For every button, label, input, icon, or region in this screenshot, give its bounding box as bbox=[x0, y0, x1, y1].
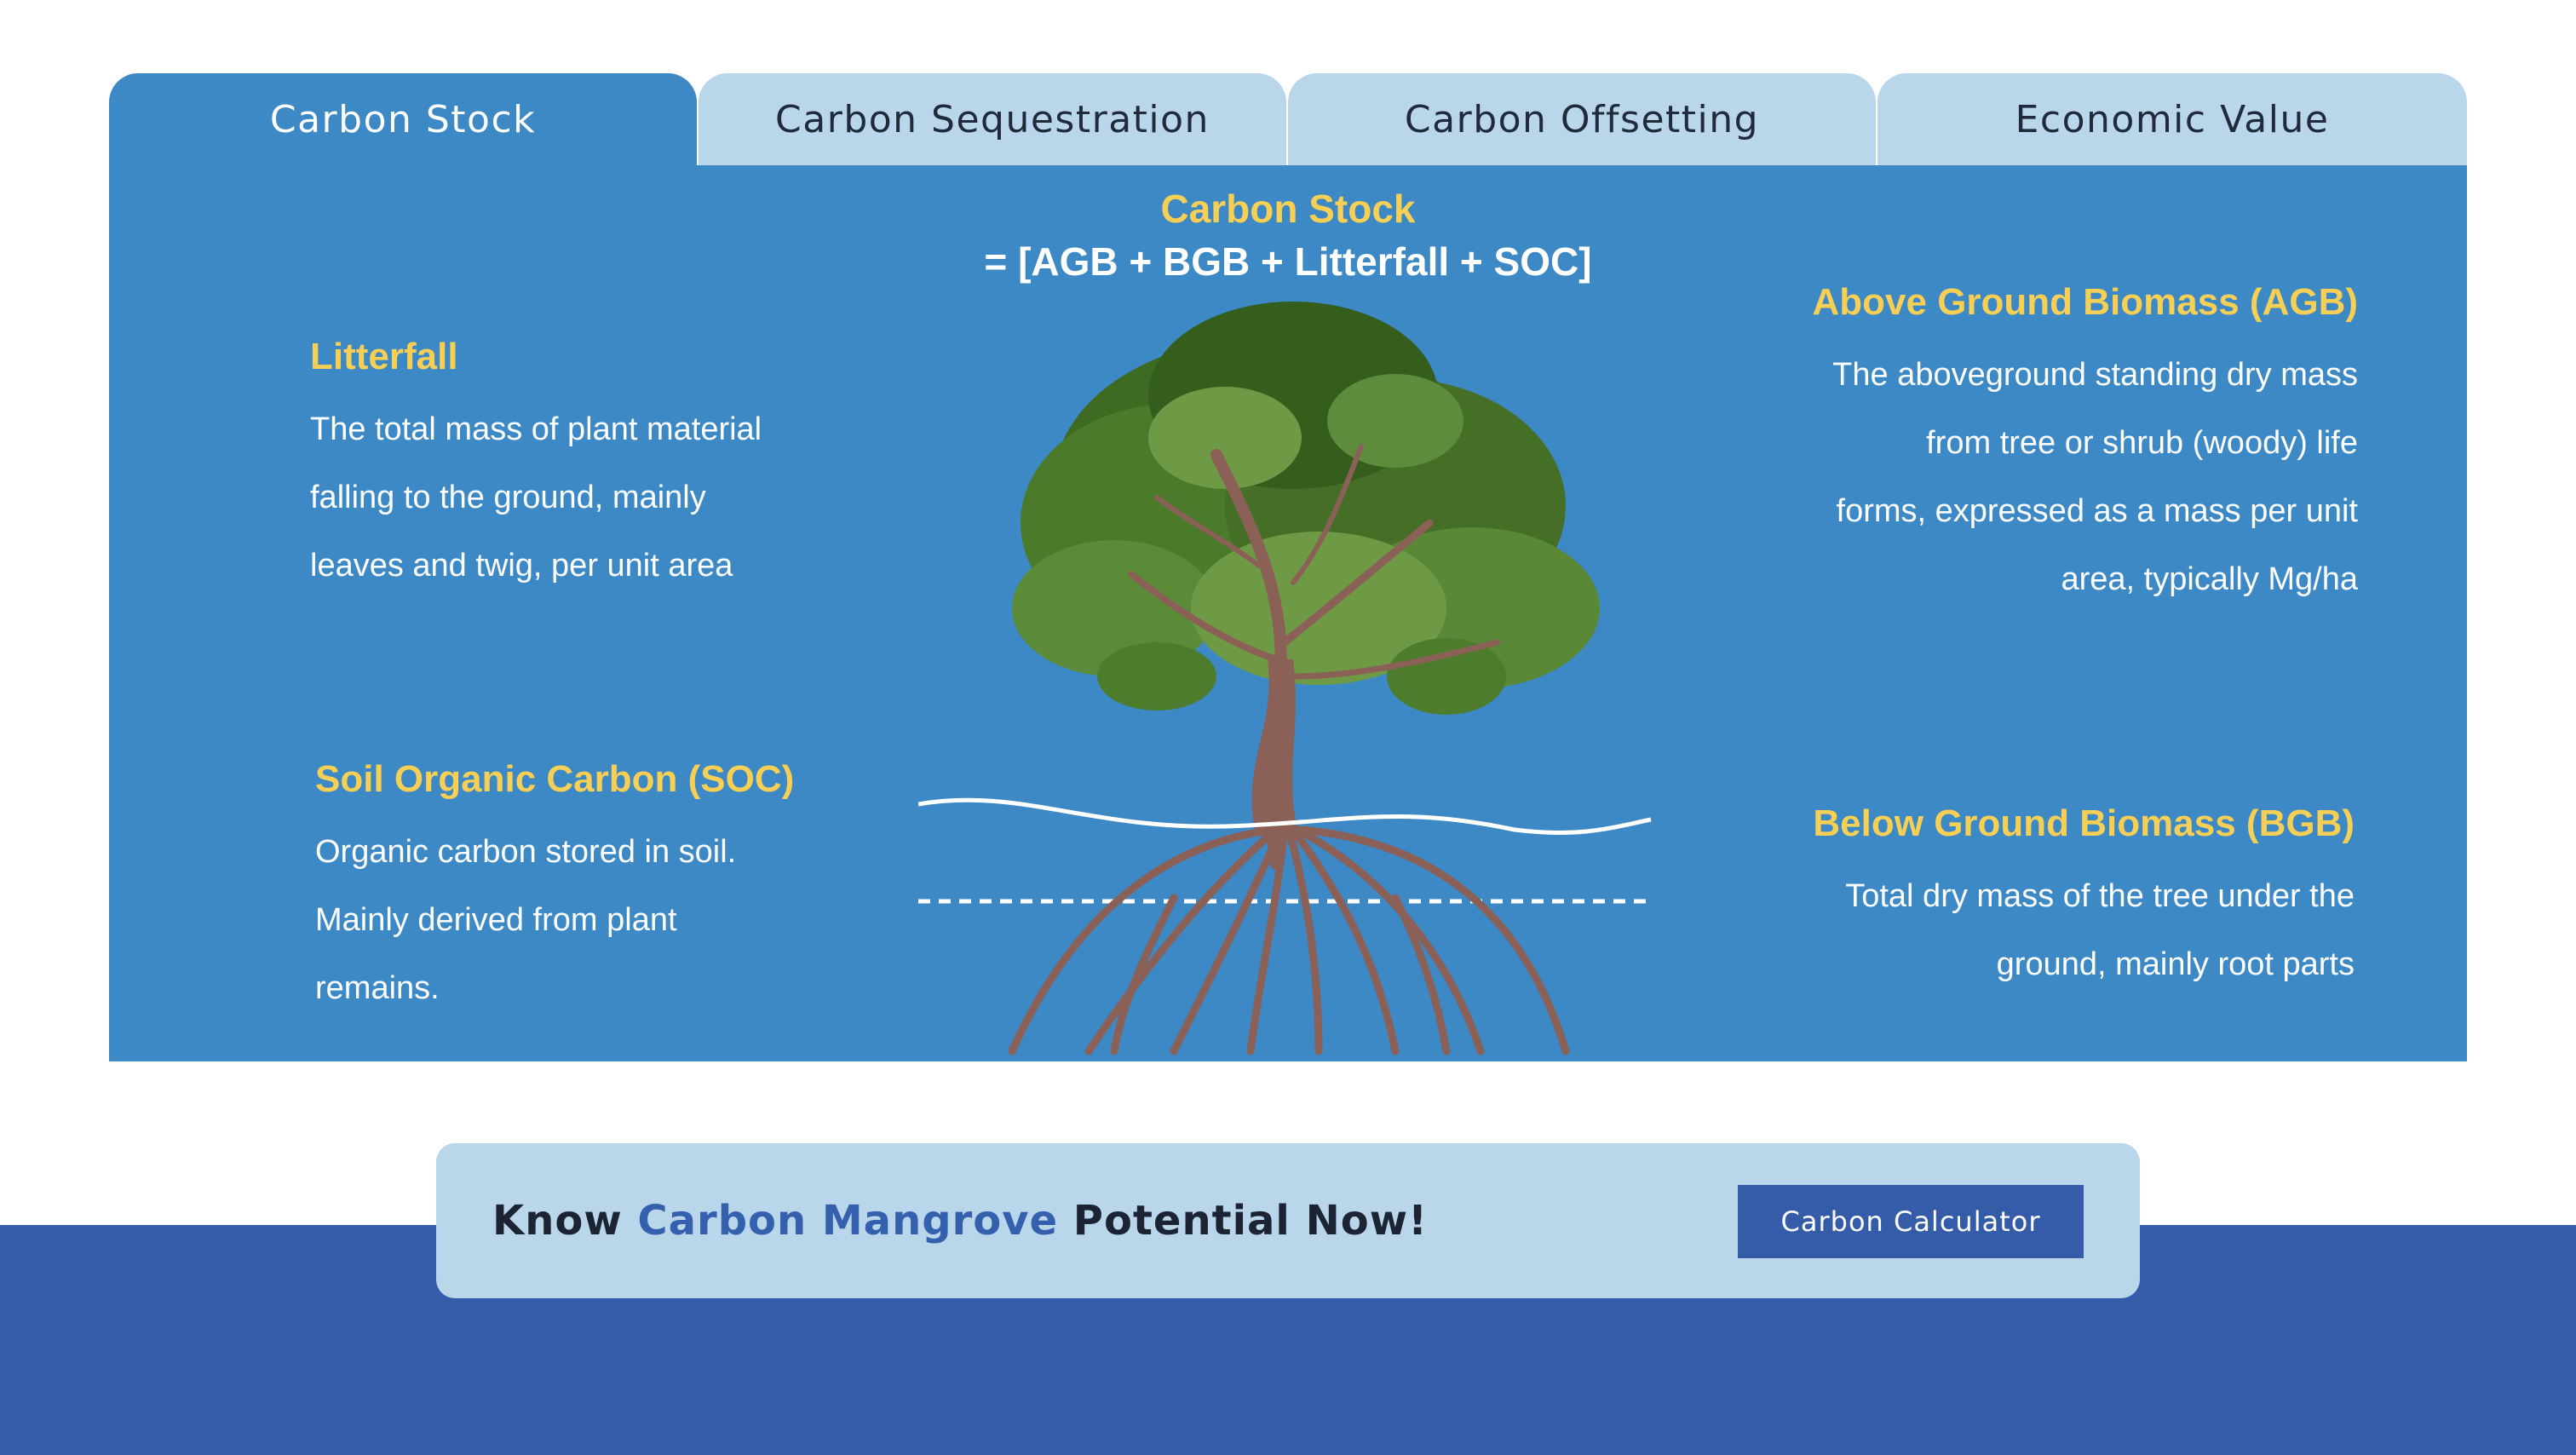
tree-canopy bbox=[1012, 302, 1600, 715]
soc-block: Soil Organic Carbon (SOC) Organic carbon… bbox=[315, 758, 911, 1022]
agb-block: Above Ground Biomass (AGB) The abovegrou… bbox=[1591, 281, 2359, 613]
litterfall-line-2: falling to the ground, mainly bbox=[310, 480, 706, 515]
diagram-title: Carbon Stock bbox=[1160, 187, 1416, 231]
soc-line-1: Organic carbon stored in soil. bbox=[315, 834, 737, 870]
bgb-block: Below Ground Biomass (BGB) Total dry mas… bbox=[1591, 802, 2355, 998]
soc-line-2: Mainly derived from plant bbox=[315, 902, 677, 938]
tab-bar: Carbon Stock Carbon Sequestration Carbon… bbox=[109, 73, 2467, 165]
bgb-line-2: ground, mainly root parts bbox=[1996, 946, 2355, 982]
tree-roots bbox=[1008, 825, 1570, 1055]
cta-text-before: Know bbox=[492, 1197, 638, 1245]
cta-text-after: Potential Now! bbox=[1058, 1197, 1428, 1245]
bgb-line-1: Total dry mass of the tree under the bbox=[1845, 878, 2355, 914]
tab-carbon-stock[interactable]: Carbon Stock bbox=[109, 73, 697, 165]
mangrove-tree-illustration bbox=[918, 302, 1652, 1055]
litterfall-block: Litterfall The total mass of plant mater… bbox=[310, 336, 821, 600]
litterfall-heading: Litterfall bbox=[310, 336, 458, 377]
soc-line-3: remains. bbox=[315, 970, 440, 1006]
carbon-calculator-button[interactable]: Carbon Calculator bbox=[1738, 1185, 2084, 1258]
agb-line-4: area, typically Mg/ha bbox=[2061, 561, 2359, 597]
agb-heading: Above Ground Biomass (AGB) bbox=[1812, 281, 2359, 323]
litterfall-line-3: leaves and twig, per unit area bbox=[310, 548, 733, 584]
cta-highlight: Carbon Mangrove bbox=[637, 1197, 1059, 1245]
tree-trunk bbox=[1251, 659, 1297, 830]
litterfall-line-1: The total mass of plant material bbox=[310, 411, 762, 447]
tab-economic-value[interactable]: Economic Value bbox=[1877, 73, 2467, 165]
cta-banner: Know Carbon Mangrove Potential Now! Carb… bbox=[436, 1143, 2140, 1298]
bgb-heading: Below Ground Biomass (BGB) bbox=[1813, 802, 2355, 844]
tab-carbon-offsetting[interactable]: Carbon Offsetting bbox=[1288, 73, 1876, 165]
agb-line-3: forms, expressed as a mass per unit bbox=[1836, 493, 2358, 529]
carbon-stock-panel: Carbon Stock = [AGB + BGB + Litterfall +… bbox=[109, 165, 2467, 1061]
soc-heading: Soil Organic Carbon (SOC) bbox=[315, 758, 795, 800]
ground-line bbox=[918, 797, 1652, 835]
agb-line-1: The aboveground standing dry mass bbox=[1832, 357, 2358, 393]
diagram-formula: = [AGB + BGB + Litterfall + SOC] bbox=[984, 239, 1592, 284]
cta-text: Know Carbon Mangrove Potential Now! bbox=[492, 1143, 1428, 1298]
tab-carbon-sequestration[interactable]: Carbon Sequestration bbox=[699, 73, 1286, 165]
agb-line-2: from tree or shrub (woody) life bbox=[1926, 425, 2358, 461]
